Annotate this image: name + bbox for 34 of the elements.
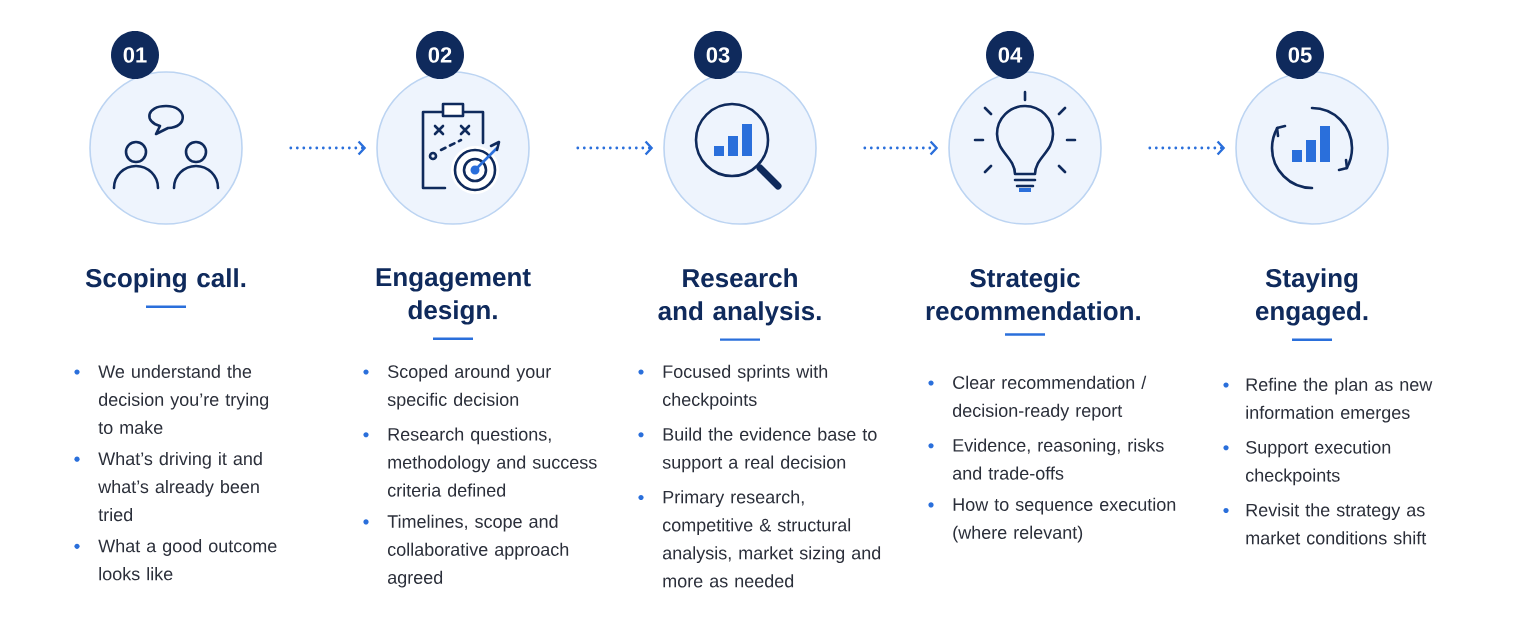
bullet-item: How to sequence execution (where relevant)	[928, 497, 1176, 543]
step-circle	[663, 71, 817, 225]
arrow	[576, 140, 654, 156]
step-circle	[1235, 71, 1389, 225]
bullet-item: Primary research, competitive & structural analysis, market sizing and more as needed	[638, 490, 881, 588]
bullet-item: Build the evidence base to support a real decision	[638, 427, 877, 473]
bullet-item: Timelines, scope and collaborative approach agreed	[363, 514, 569, 588]
bullet-item: What a good outcome looks like	[74, 539, 277, 581]
number-badge: 03	[694, 31, 742, 79]
step-heading: Scoping call.	[85, 268, 246, 293]
step-heading: Engagement design.	[376, 268, 531, 325]
bullet-item: Refine the plan as new information emerges	[1223, 377, 1433, 423]
step-circle	[376, 71, 530, 225]
bullet-item: Scoped around your specific decision	[363, 364, 551, 410]
arrow	[289, 140, 367, 156]
arrow	[863, 140, 939, 156]
arrow	[1148, 140, 1226, 156]
number-badge: 05	[1276, 31, 1324, 79]
number-badge: 02	[416, 31, 464, 79]
bullet-item: We understand the decision you’re trying to make	[74, 364, 269, 434]
step-circle	[89, 71, 243, 225]
bullet-item: Revisit the strategy as market conditions shift	[1223, 503, 1427, 545]
step-heading: Strategic recommendation.	[926, 268, 1140, 321]
bullet-item: What’s driving it and what’s already been tried	[74, 451, 262, 522]
number-badge: 04	[986, 31, 1034, 79]
bullet-item: Clear recommendation / decision-ready report	[928, 375, 1147, 421]
step-heading: Research and analysis.	[658, 268, 821, 326]
bullet-item: Evidence, reasoning, risks and trade-offs	[928, 438, 1164, 480]
step-heading: Staying engaged.	[1255, 268, 1368, 326]
number-badge: 01	[111, 31, 159, 79]
bullet-item: Research questions, methodology and success criteria defined	[363, 427, 597, 497]
bullet-item: Focused sprints with checkpoints	[638, 364, 828, 410]
bullet-item: Support execution checkpoints	[1223, 440, 1391, 486]
step-circle	[948, 71, 1102, 225]
